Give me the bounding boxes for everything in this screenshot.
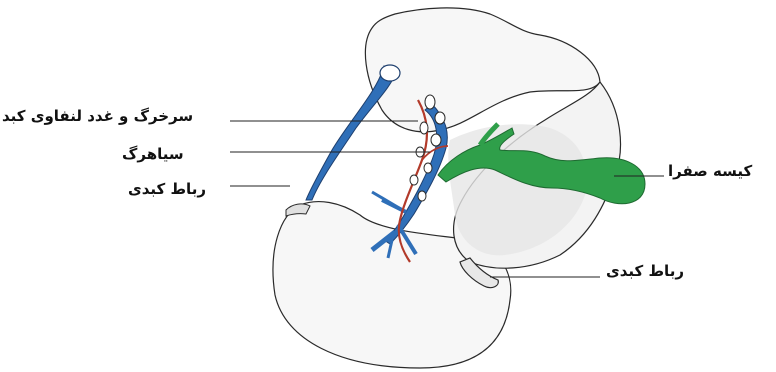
label-ligament-left: رباط کبدی — [128, 180, 206, 198]
left-vein — [306, 66, 396, 200]
label-artery-lymph: سرخرگ و غدد لنفاوی کبد — [2, 107, 193, 125]
vein-branch-d — [372, 192, 406, 212]
label-gallbladder: کیسه صفرا — [668, 162, 752, 180]
ligament-left-shape — [286, 204, 310, 216]
left-vein-tip — [380, 65, 400, 81]
label-vein: سیاهرگ — [122, 145, 184, 163]
label-ligament-right: رباط کبدی — [606, 262, 684, 280]
